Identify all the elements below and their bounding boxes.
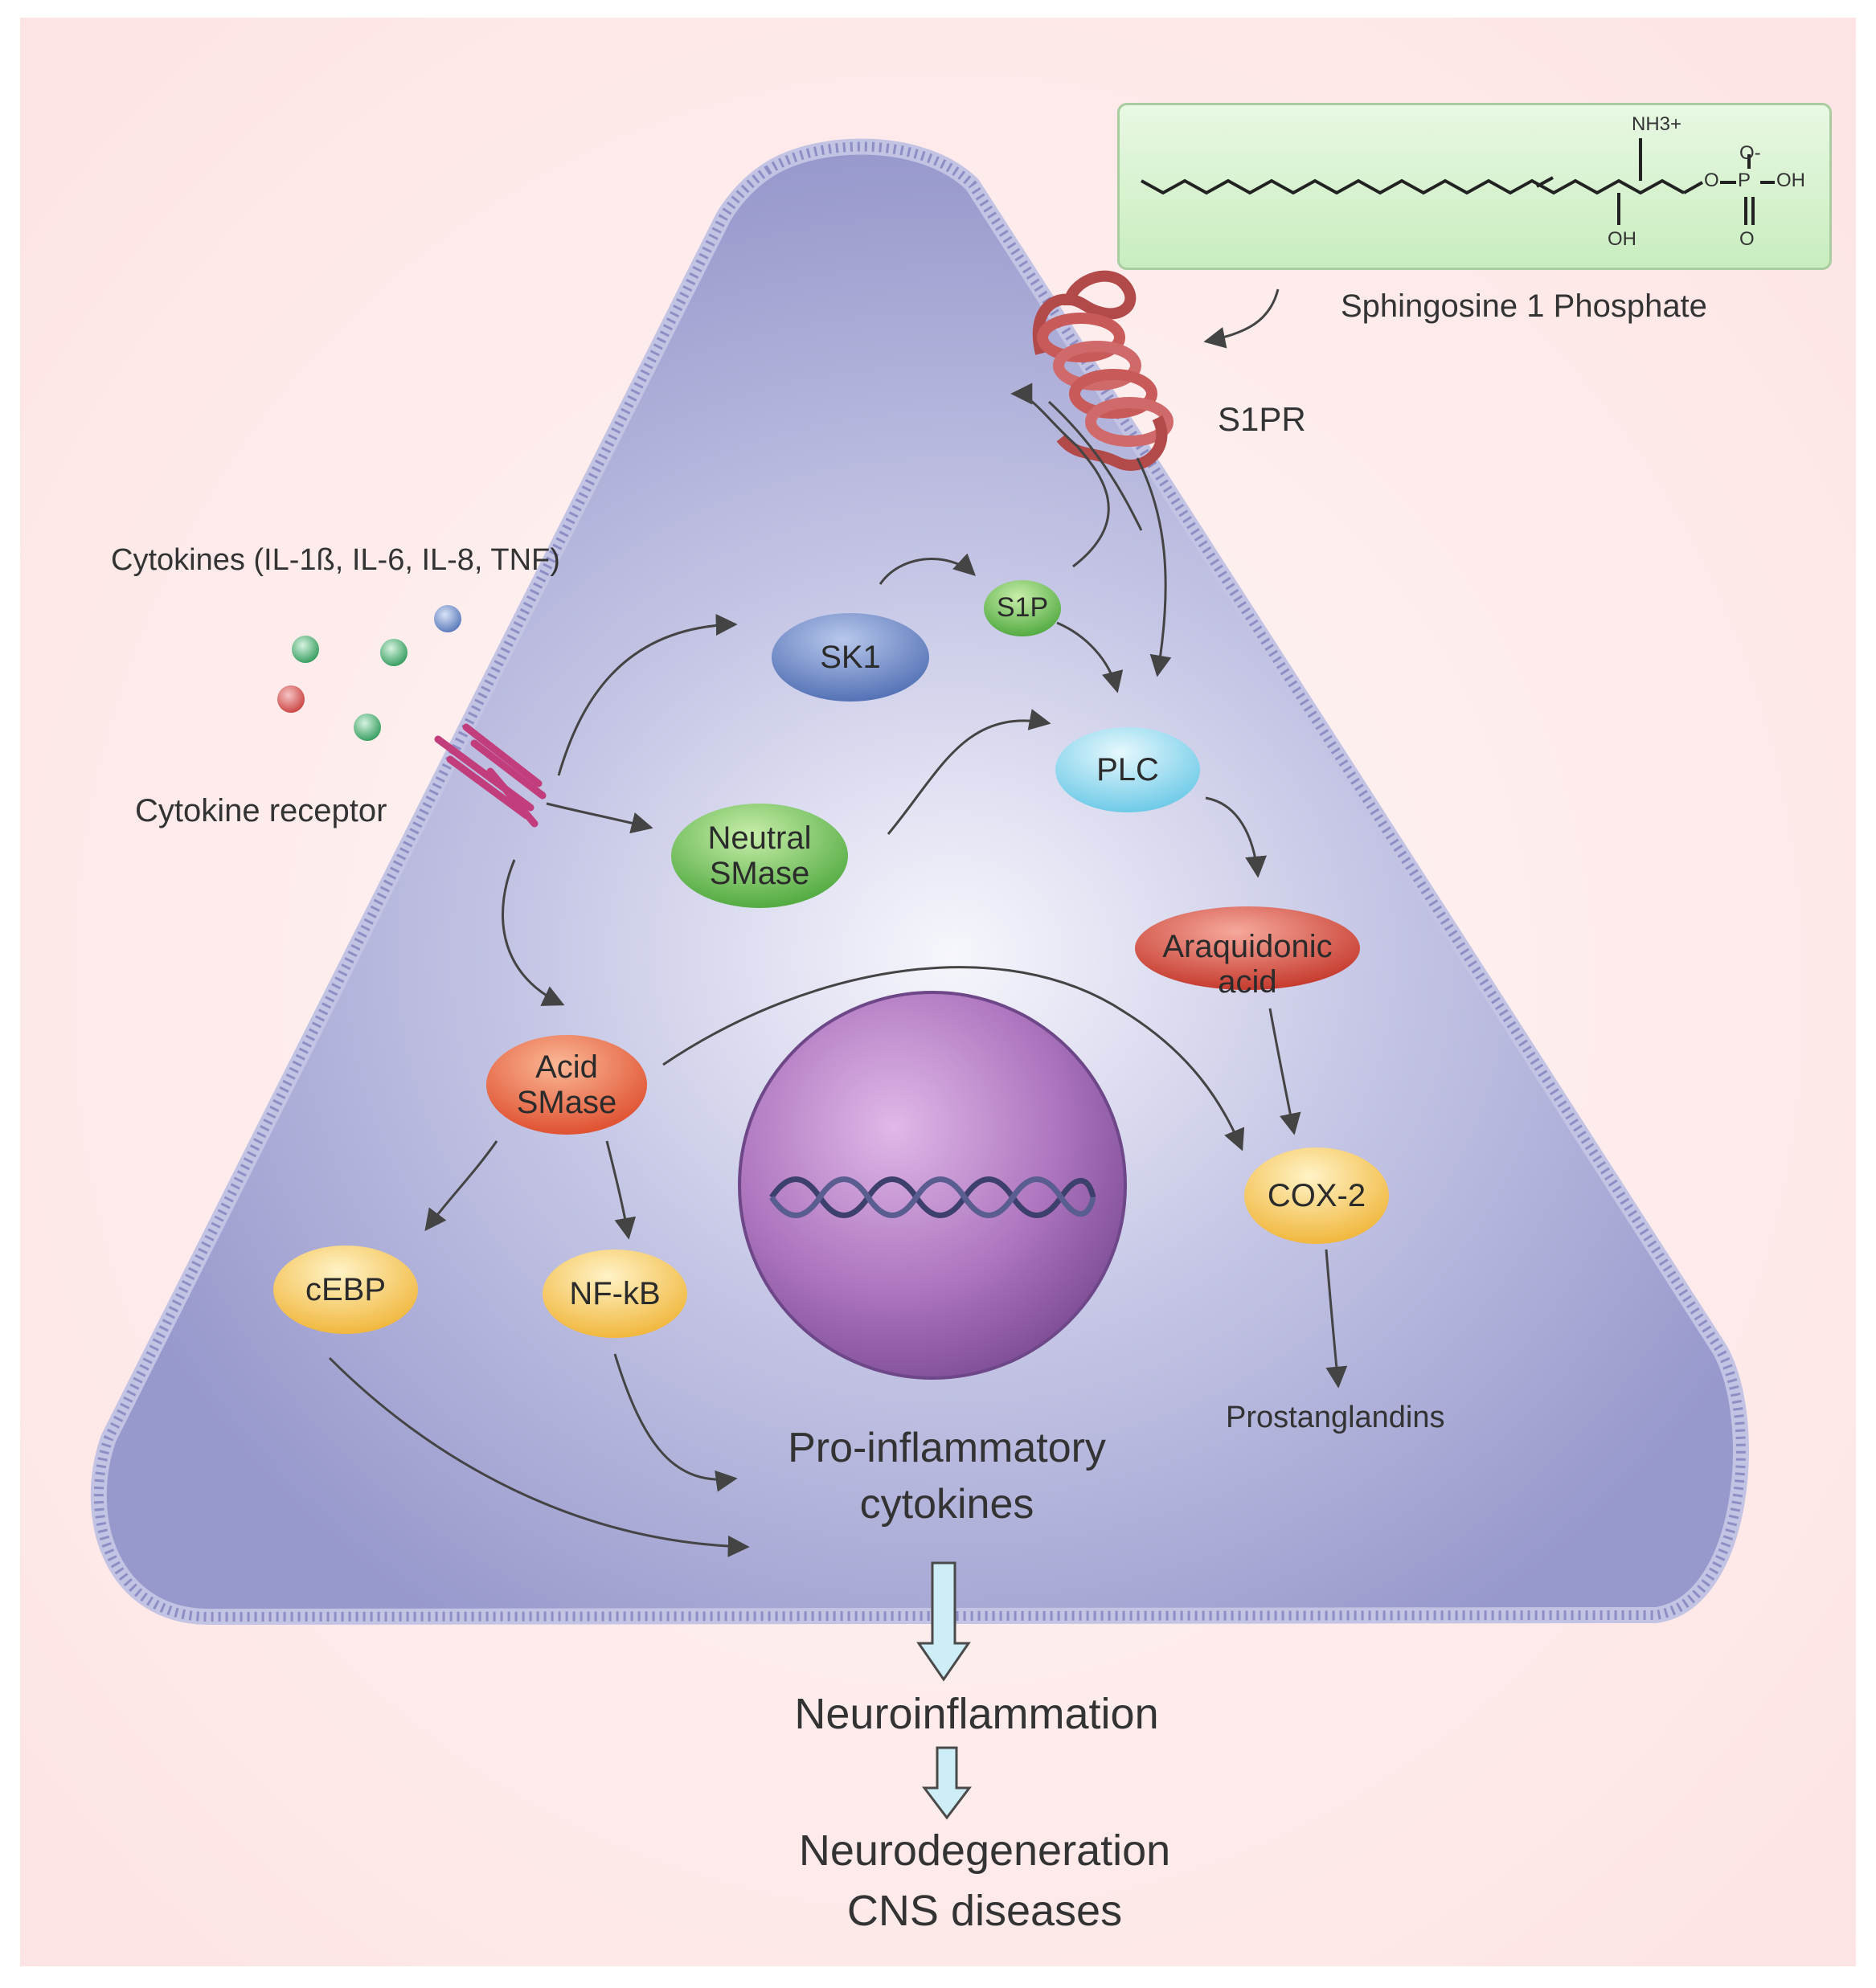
prostanglandins-label: Prostanglandins (1226, 1401, 1445, 1434)
s1p-node (984, 580, 1061, 636)
arrow-s1pr-plc-2 (1047, 400, 1143, 531)
plc-node (1055, 727, 1200, 812)
cytokine-dot (380, 639, 408, 666)
s1pr-label: S1PR (1218, 400, 1306, 438)
arrow-receptor-acid-smase (502, 859, 565, 1006)
nfkb-node (543, 1250, 687, 1338)
arrow-araquidonic-cox2 (1268, 1008, 1301, 1135)
araquidonic-acid-node (1135, 906, 1360, 990)
arrow-receptor-neutral-smase (546, 802, 653, 834)
cytokine-particles (277, 605, 461, 741)
cox2-node (1244, 1147, 1389, 1244)
cytokine-dot (277, 685, 305, 713)
sk1-label: SK1 (820, 640, 881, 675)
atom-p: P (1738, 170, 1751, 191)
cytokine-dot (292, 636, 319, 663)
nfkb-label: NF-kB (569, 1276, 661, 1311)
nucleus (738, 991, 1127, 1380)
neutral-smase-node (671, 804, 848, 908)
arrow-acid-smase-cox2 (662, 966, 1245, 1151)
cytokine-receptor (434, 723, 547, 828)
dna-helix (769, 1176, 1096, 1218)
arrow-s1p-s1pr (1010, 382, 1110, 568)
arrow-nfkb-pro-inflammatory (613, 1353, 738, 1492)
arrow-acid-smase-nfkb (605, 1140, 637, 1240)
cytokine-receptor-label: Cytokine receptor (135, 793, 387, 828)
atom-oh-p: OH (1776, 170, 1805, 191)
neuroinflammation-label: Neuroinflammation (794, 1690, 1159, 1738)
atom-o-link: O (1704, 170, 1719, 191)
arrow-s1pr-plc (1136, 457, 1172, 677)
molecule-structure-box (1117, 103, 1832, 270)
arrow-cebp-pro-inflammatory (328, 1356, 750, 1557)
arrow-plc-araquidonic (1205, 796, 1268, 878)
arrow-molecule-s1pr (1203, 288, 1280, 349)
atom-o-double: O (1739, 228, 1755, 250)
sk1-node (772, 613, 929, 702)
s1pr-receptor (1032, 270, 1174, 471)
membrane-beads (93, 141, 1746, 1622)
plc-label: PLC (1096, 752, 1159, 787)
cytokines-label: Cytokines (IL-1ß, IL-6, IL-8, TNF) (111, 543, 560, 577)
arrow-sk1-s1p (879, 553, 976, 585)
arrow-acid-smase-cebp (424, 1140, 498, 1232)
molecule-name: Sphingosine 1 Phosphate (1341, 288, 1707, 324)
arrow-receptor-sk1 (557, 614, 738, 776)
pro-inflammatory-label-line2: cytokines (859, 1481, 1034, 1528)
atom-oh-chain: OH (1608, 228, 1636, 250)
cox2-label: COX-2 (1267, 1178, 1366, 1213)
cns-diseases-label: CNS diseases (846, 1887, 1123, 1935)
cytokine-dot (434, 605, 461, 632)
down-arrow-neurodegeneration (921, 1746, 973, 1820)
atom-o-minus: O- (1739, 142, 1761, 164)
cytokine-dot (354, 714, 381, 741)
cebp-node (273, 1246, 418, 1334)
arrow-cox2-prostanglandins (1325, 1249, 1348, 1389)
atom-nh3: NH3+ (1632, 113, 1682, 135)
cebp-label: cEBP (305, 1272, 387, 1307)
pathway-arrows (328, 288, 1348, 1557)
s1p-label: S1P (996, 592, 1049, 624)
down-arrow-neuroinflammation (916, 1561, 971, 1682)
pro-inflammatory-label-line1: Pro-inflammatory (788, 1425, 1106, 1471)
arrow-s1p-plc (1056, 621, 1124, 693)
neurodegeneration-label: Neurodegeneration (798, 1826, 1171, 1875)
acid-smase-node (486, 1035, 647, 1135)
arrow-neutral-smase-plc (887, 709, 1051, 835)
